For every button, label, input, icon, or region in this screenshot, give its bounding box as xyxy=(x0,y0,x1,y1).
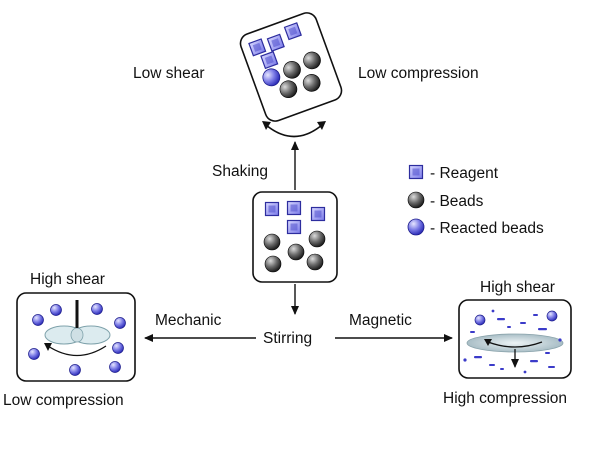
reacted-bead-icon xyxy=(114,317,126,329)
legend-reagent-label: - Reagent xyxy=(430,165,499,182)
reacted-bead-icon xyxy=(32,314,44,326)
reacted-bead-icon xyxy=(474,314,486,326)
right-bottom-label: High compression xyxy=(443,390,567,407)
reacted-bead-icon xyxy=(50,304,62,316)
reacted-bead-icon xyxy=(112,342,124,354)
reacted-bead-icon xyxy=(109,361,121,373)
bead-icon xyxy=(263,233,281,251)
reagent-icon xyxy=(310,206,326,222)
impeller-icon xyxy=(44,300,111,357)
mechanic-label: Mechanic xyxy=(155,312,222,329)
bead-icon xyxy=(279,80,298,99)
top-left-label: Low shear xyxy=(133,65,205,82)
bead-icon xyxy=(302,74,321,92)
left-top-label: High shear xyxy=(30,271,105,288)
reacted-bead-icon xyxy=(407,218,425,236)
center-vessel-group xyxy=(252,191,338,283)
bead-icon xyxy=(303,51,321,70)
reacted-bead-icon xyxy=(28,348,40,360)
bead-icon xyxy=(264,255,282,273)
stirring-label: Stirring xyxy=(263,330,312,347)
right-panel: High shear High compr xyxy=(443,279,572,407)
legend-reacted-label: - Reacted beads xyxy=(430,220,544,237)
shaking-label: Shaking xyxy=(212,163,268,180)
legend: - Reagent - Beads - Reacted beads xyxy=(407,164,544,237)
left-panel: High shear Low compression xyxy=(3,271,136,409)
reagent-icon xyxy=(286,200,302,216)
left-bottom-label: Low compression xyxy=(3,392,124,409)
bead-icon xyxy=(407,191,425,209)
bead-icon xyxy=(283,61,301,79)
bead-icon xyxy=(306,253,324,271)
reacted-bead-icon xyxy=(69,364,81,376)
reacted-bead-icon xyxy=(91,303,103,315)
bead-icon xyxy=(287,243,305,261)
right-top-label: High shear xyxy=(480,279,555,296)
reagent-icon xyxy=(408,164,424,180)
bead-icon xyxy=(308,230,326,248)
reagent-icon xyxy=(286,219,302,235)
legend-beads-label: - Beads xyxy=(430,193,484,210)
reacted-bead-icon xyxy=(262,68,281,87)
magnetic-stir-disc-icon xyxy=(466,333,564,368)
magnetic-label: Magnetic xyxy=(349,312,412,329)
top-panel: Low shear Low compression xyxy=(133,12,479,138)
reacted-bead-icon xyxy=(546,310,558,322)
bead-fragments xyxy=(463,309,562,374)
rotation-arrow-icon xyxy=(262,121,326,138)
top-right-label: Low compression xyxy=(358,65,479,82)
reagent-icon xyxy=(264,201,280,217)
